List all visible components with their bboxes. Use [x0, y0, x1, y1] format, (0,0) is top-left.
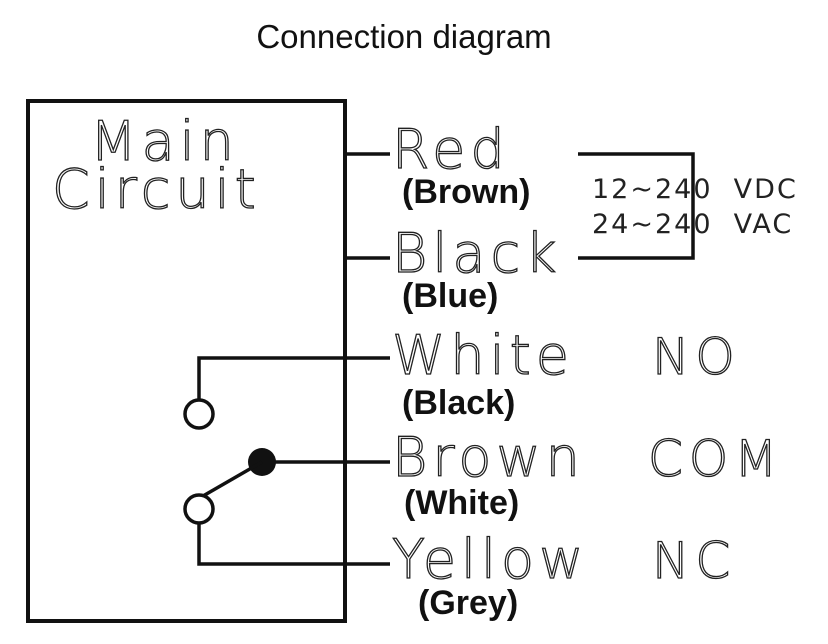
wire-alt-label-blue: (Blue) — [402, 277, 498, 315]
switch-arm — [202, 460, 263, 498]
main-circuit-box — [26, 99, 347, 623]
main-circuit-label-line2: Circuit — [52, 158, 261, 221]
nc-contact-terminal — [183, 493, 215, 525]
terminal-label-com: COM — [648, 430, 783, 488]
diagram-title: Connection diagram — [256, 18, 551, 55]
no-contact-wire — [197, 356, 390, 400]
terminal-label-nc: NC — [652, 532, 736, 590]
supply-dc-label: 12~240 VDC — [592, 174, 798, 205]
wire-label-red: Red — [392, 118, 510, 181]
power-bracket — [578, 152, 695, 260]
main-circuit-label-line1: Main — [90, 110, 239, 173]
wire-alt-label-black: (Black) — [402, 384, 515, 422]
wire-alt-label-brown: (Brown) — [402, 173, 530, 211]
nc-contact-wire — [197, 523, 390, 566]
wire-label-white: White — [392, 324, 574, 387]
wire-alt-label-grey: (Grey) — [418, 584, 518, 622]
terminal-label-no: NO — [652, 328, 741, 386]
wire-label-yellow: Yellow — [392, 528, 588, 591]
wire-label-black: Black — [392, 222, 561, 285]
wire-alt-label-white: (White) — [404, 484, 519, 522]
no-contact-terminal — [183, 398, 215, 430]
supply-ac-label: 24~240 VAC — [592, 209, 793, 240]
wire-label-brown: Brown — [392, 426, 585, 489]
